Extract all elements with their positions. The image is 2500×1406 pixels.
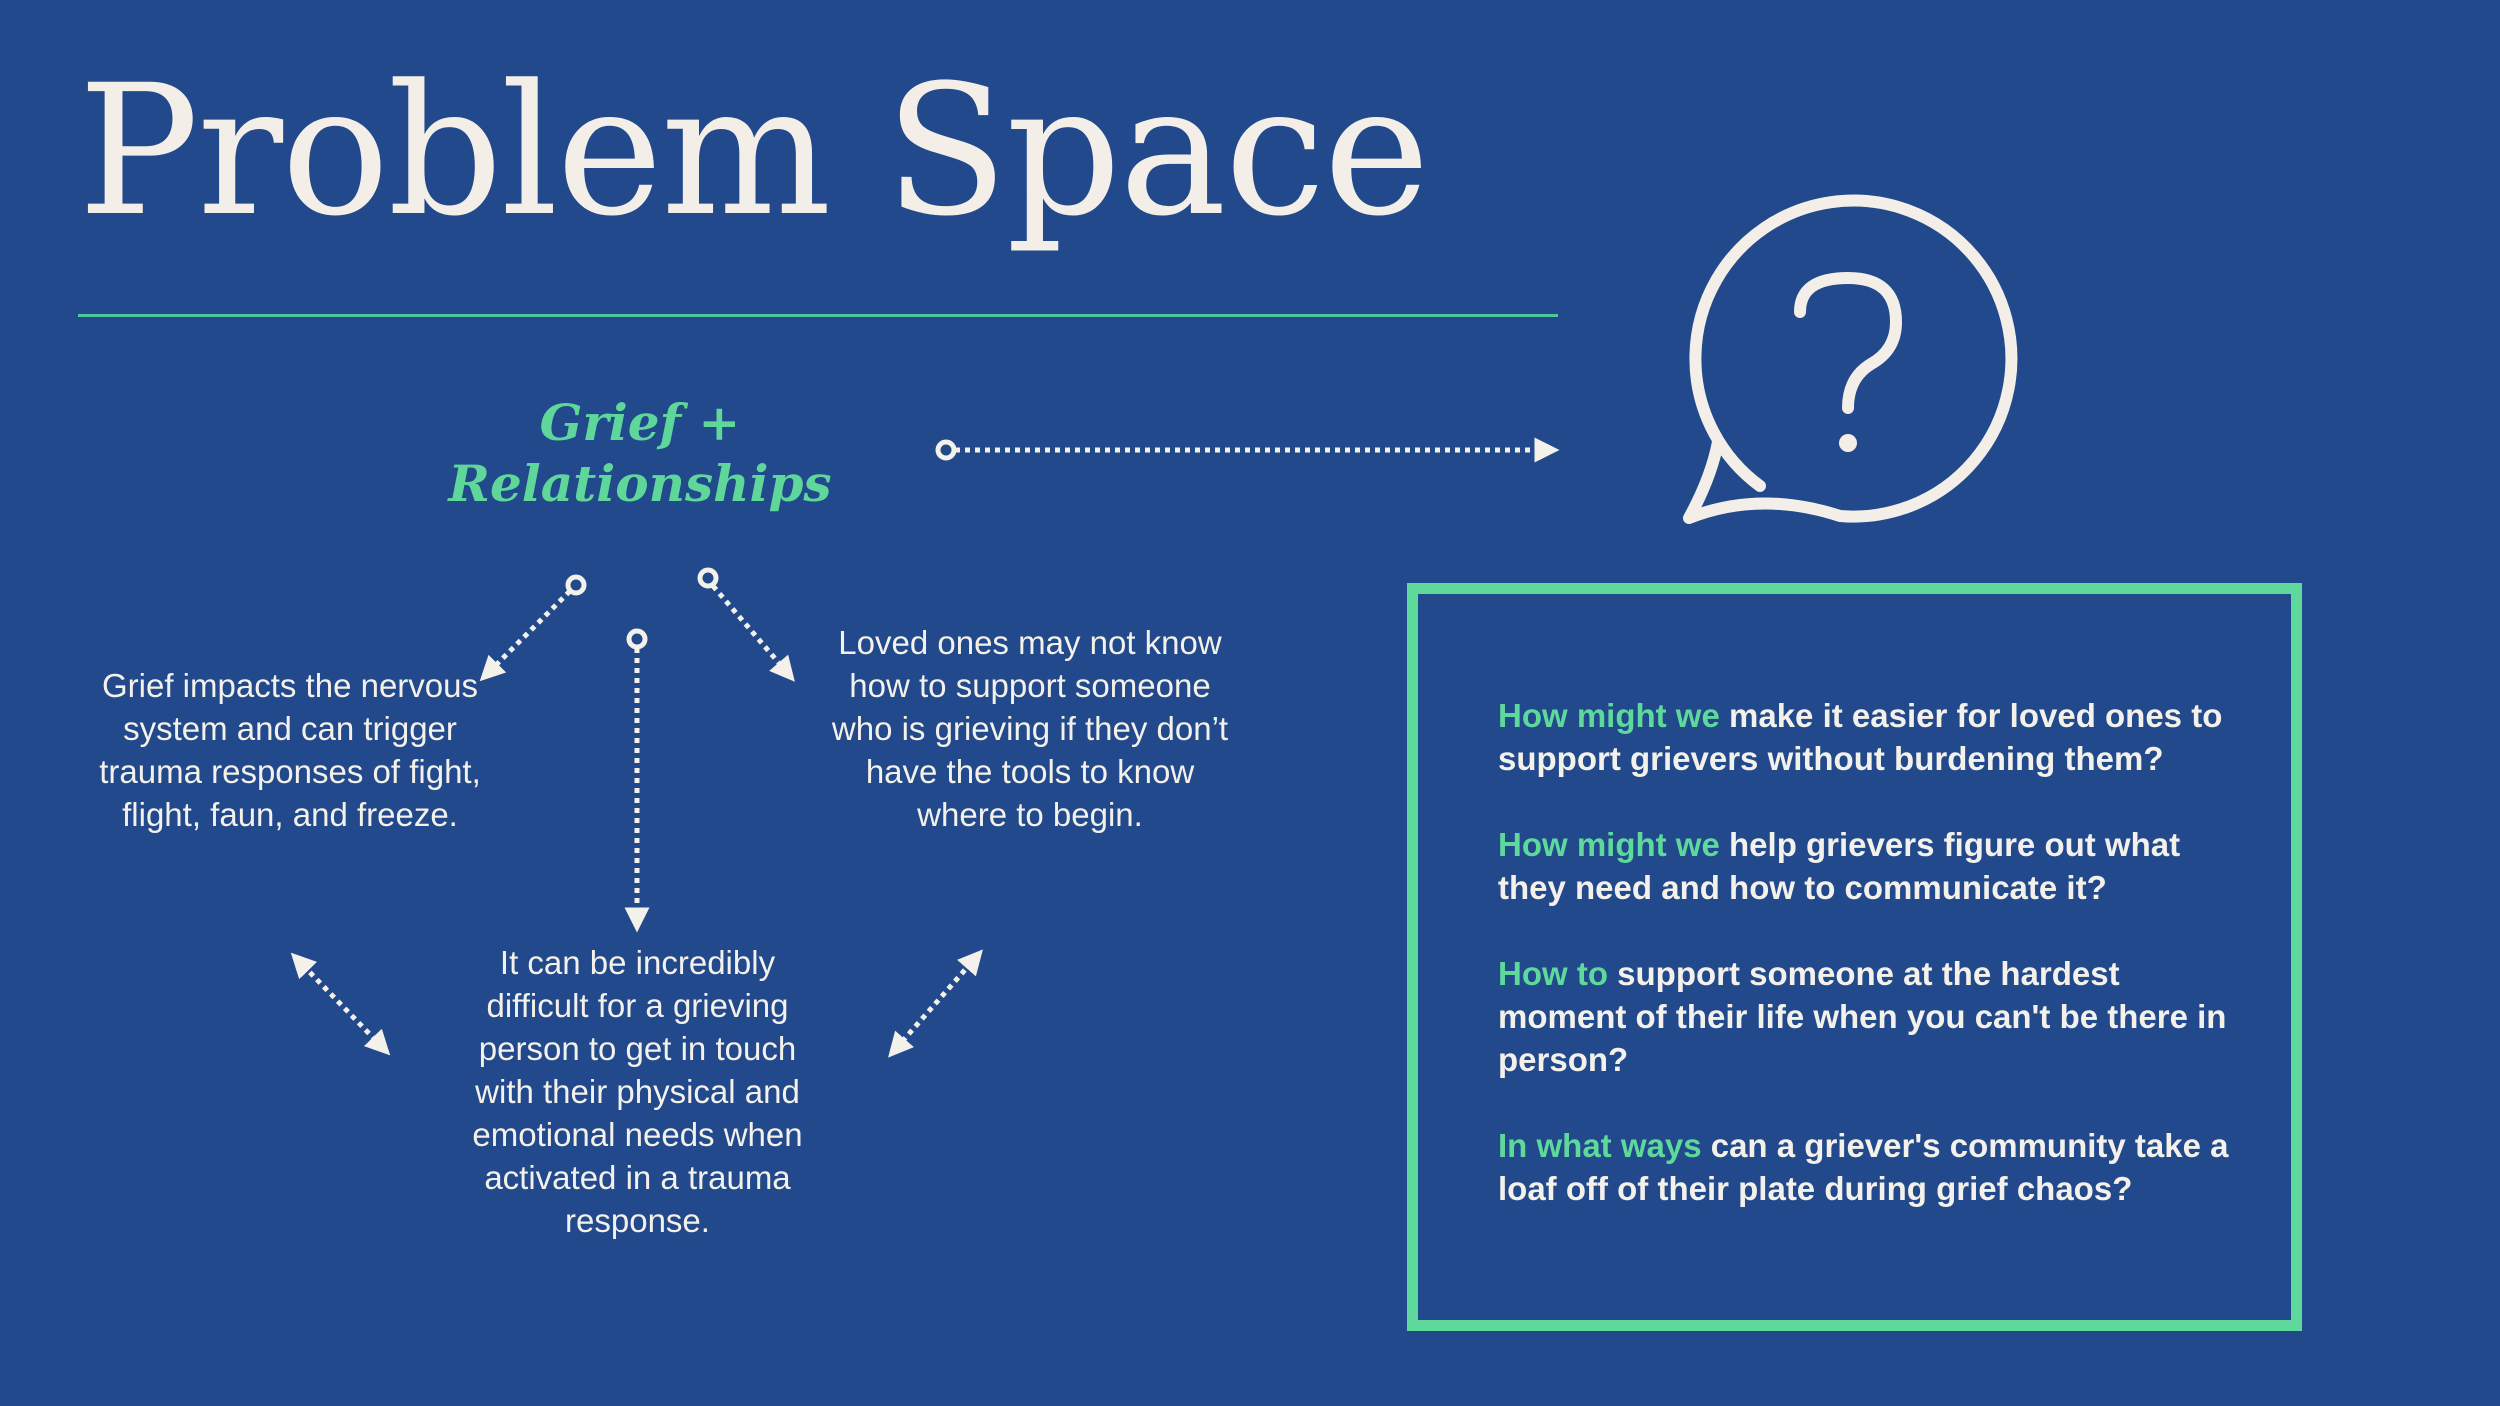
hmw-question-lead: How might we xyxy=(1498,697,1720,734)
hmw-question-text: can a griever's community take a loaf of… xyxy=(1498,1127,2229,1207)
question-speech-bubble-icon xyxy=(1683,194,2018,524)
how-might-we-list: How might we make it easier for loved on… xyxy=(1498,694,2238,1253)
fact-loved-ones: Loved ones may not know how to support s… xyxy=(831,624,1229,833)
connector-origin-dot xyxy=(626,628,648,650)
hmw-question-lead: How might we xyxy=(1498,826,1720,863)
fact-nervous-system: Grief impacts the nervous system and can… xyxy=(99,667,481,833)
hmw-question-text: help grievers figure out what they need … xyxy=(1498,826,2181,906)
connector-left-bottom-arrow xyxy=(290,952,391,1056)
how-might-we-panel: How might we make it easier for loved on… xyxy=(1407,583,2302,1331)
connector-right-bottom-arrow xyxy=(888,949,983,1058)
hmw-question: How might we help grievers figure out wh… xyxy=(1498,823,2238,909)
hmw-question-text: make it easier for loved ones to support… xyxy=(1498,697,2223,777)
topic-heading-line-1: Grief + xyxy=(539,393,741,452)
page-title: Problem Space xyxy=(78,47,1430,256)
topic-heading: Grief + Relationships xyxy=(440,392,840,514)
hmw-question: How might we make it easier for loved on… xyxy=(1498,694,2238,780)
title-divider xyxy=(78,314,1558,317)
connector-origin-dot xyxy=(935,439,957,461)
question-mark-dot xyxy=(1839,434,1857,452)
hmw-question-text: support someone at the hardest moment of… xyxy=(1498,955,2227,1078)
hmw-question-lead: How to xyxy=(1498,955,1608,992)
connector-origin-dot xyxy=(697,567,719,589)
connector-topic-to-right-arrow xyxy=(711,584,795,682)
hmw-question: How to support someone at the hardest mo… xyxy=(1498,952,2238,1081)
fact-griever-needs: It can be incredibly difficult for a gri… xyxy=(472,944,803,1239)
connector-topic-to-left-arrow xyxy=(479,589,572,682)
connector-origin-dot xyxy=(565,574,587,596)
hmw-question-lead: In what ways xyxy=(1498,1127,1702,1164)
topic-heading-line-2: Relationships xyxy=(448,454,832,513)
hmw-question: In what ways can a griever's community t… xyxy=(1498,1124,2238,1210)
